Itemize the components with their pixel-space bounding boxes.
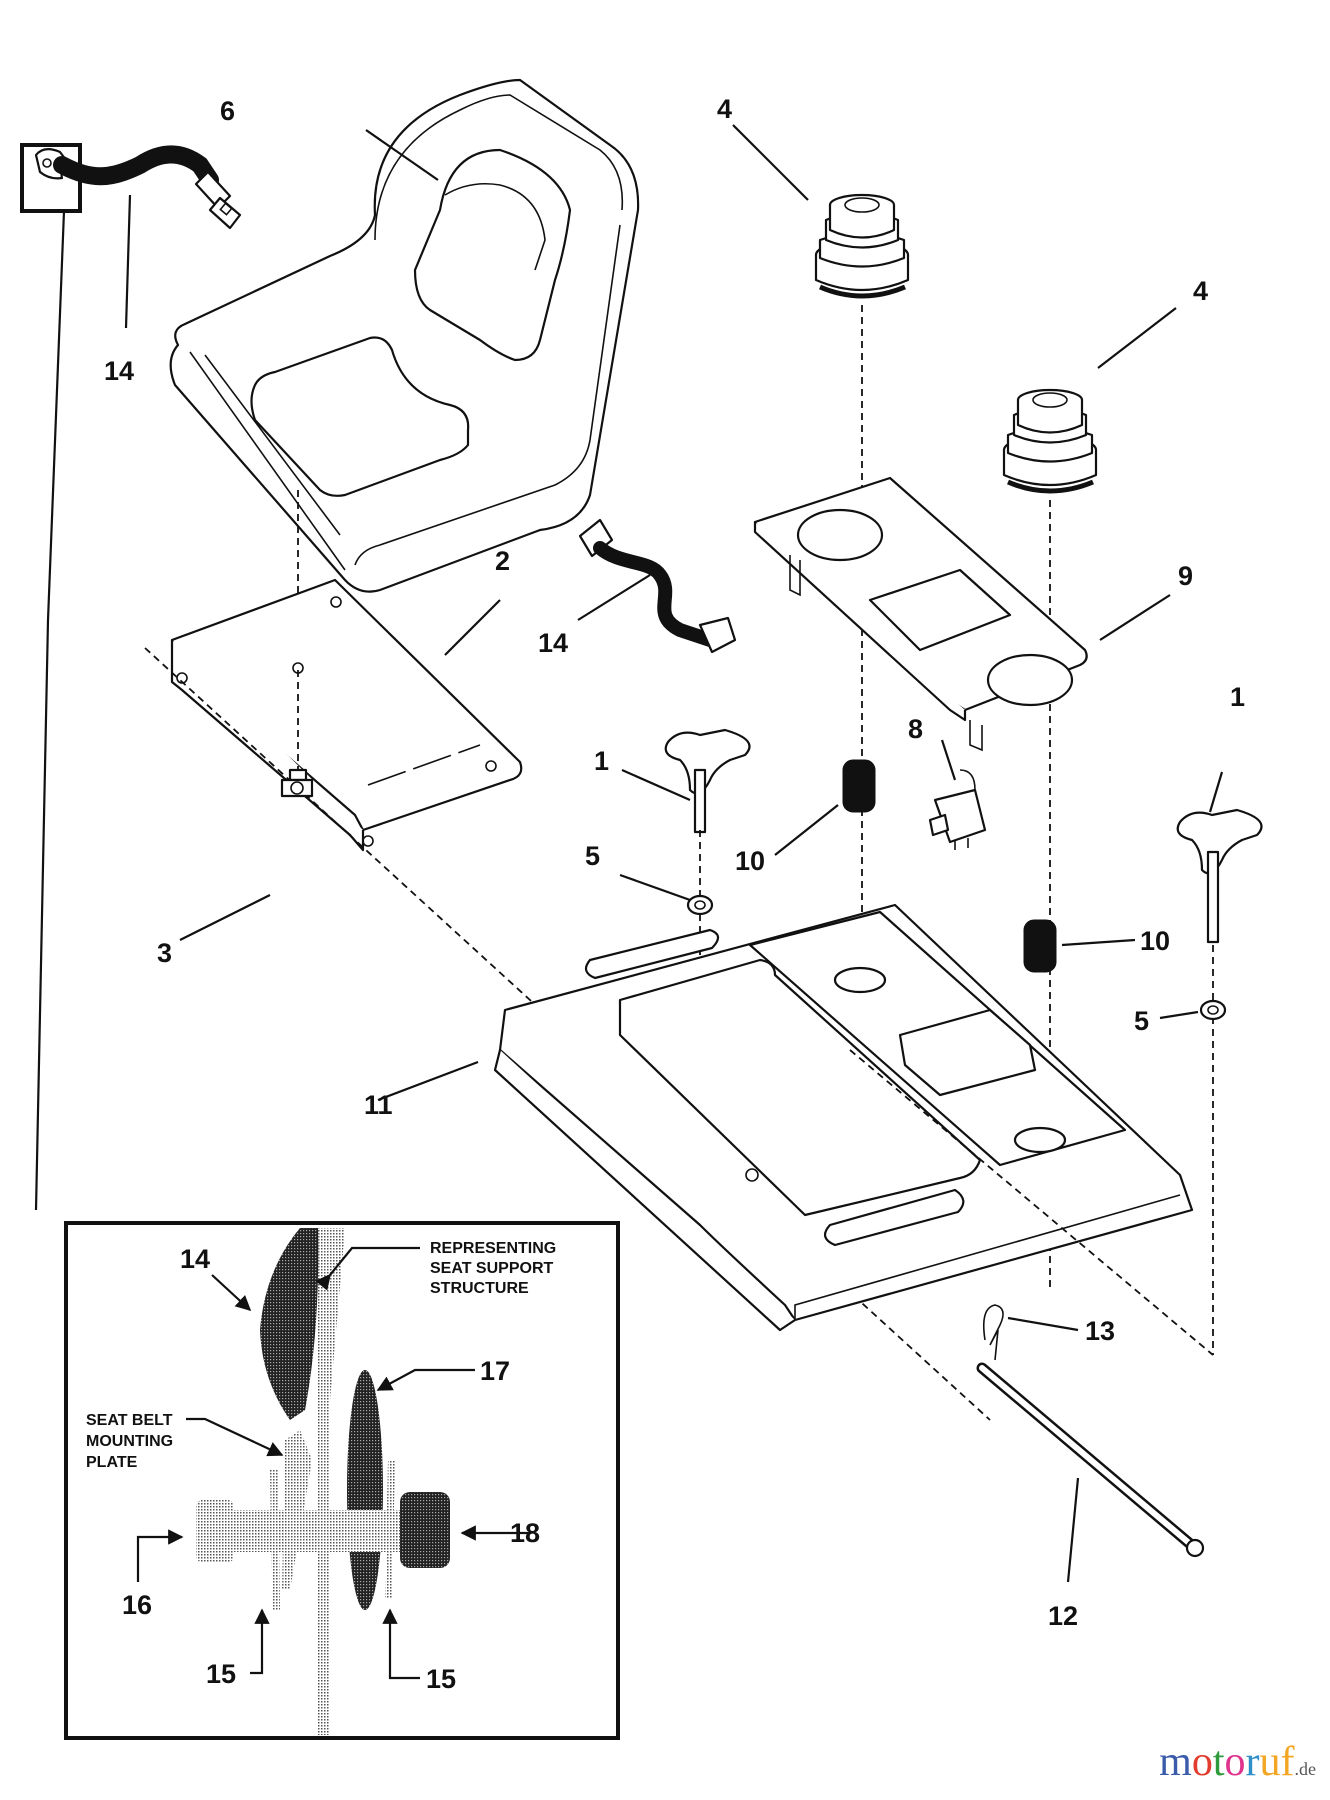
knob-right — [1176, 808, 1263, 944]
inset-callout-14: 14 — [180, 1244, 210, 1274]
inset-callout-16: 16 — [122, 1590, 152, 1620]
leader-1b — [1208, 771, 1224, 813]
callout-4-right: 4 — [1193, 276, 1208, 306]
callout-10-left: 10 — [735, 846, 765, 876]
callout-14-top: 14 — [104, 356, 134, 386]
seat-belt-strap-top — [53, 145, 242, 230]
callout-3: 3 — [157, 938, 172, 968]
callout-11: 11 — [364, 1090, 393, 1120]
callout-8: 8 — [908, 714, 923, 744]
inset-callout-17: 17 — [480, 1356, 510, 1386]
leader-10b — [1061, 938, 1136, 947]
watermark-tld: .de — [1294, 1759, 1317, 1779]
washer-right — [1199, 999, 1227, 1021]
watermark-letter: o — [1224, 1739, 1246, 1785]
leader-6 — [365, 129, 439, 181]
watermark-letter: u — [1259, 1739, 1281, 1785]
inset-note-support-3: STRUCTURE — [430, 1280, 529, 1297]
bolt — [280, 768, 314, 798]
seat-switch — [928, 769, 987, 850]
leader-14b — [577, 574, 651, 621]
inset-detail — [64, 1221, 620, 1740]
callout-14-mid: 14 — [538, 628, 568, 658]
rubber-bumper-left — [814, 193, 910, 299]
seat — [169, 78, 640, 593]
callout-13: 13 — [1085, 1316, 1115, 1346]
callout-5-right: 5 — [1134, 1006, 1149, 1036]
callout-5-left: 5 — [585, 841, 600, 871]
seat-bracket — [170, 578, 523, 852]
watermark-letter: f — [1280, 1739, 1295, 1785]
leader-14a — [124, 194, 132, 329]
leader-4b — [1097, 307, 1177, 369]
washer-left — [686, 894, 714, 916]
callout-6: 6 — [220, 96, 235, 126]
watermark-letter: r — [1245, 1739, 1260, 1785]
leader-11 — [377, 1060, 479, 1102]
spring-right — [1023, 919, 1057, 973]
leader-9 — [1099, 594, 1171, 641]
inset-note-plate-3: PLATE — [86, 1454, 138, 1471]
watermark-letter: t — [1212, 1739, 1225, 1785]
seat-belt-strap-mid — [578, 518, 737, 654]
callout-10-right: 10 — [1140, 926, 1170, 956]
callout-12: 12 — [1048, 1601, 1078, 1631]
callout-1-right: 1 — [1230, 682, 1245, 712]
inset-callout-18: 18 — [510, 1518, 540, 1548]
seat-pan — [493, 903, 1194, 1332]
watermark-letter: o — [1191, 1739, 1213, 1785]
watermark-letter: m — [1159, 1739, 1192, 1785]
inset-callout-15-right: 15 — [426, 1664, 456, 1694]
bumper-mount-plate — [753, 476, 1088, 752]
leader-3 — [179, 894, 271, 941]
leader-5a — [619, 873, 691, 902]
leader-4a — [732, 124, 809, 201]
inset-note-support-2: SEAT SUPPORT — [430, 1260, 554, 1277]
leader-2 — [444, 599, 501, 656]
pivot-rod — [976, 1362, 1205, 1558]
callout-4-left: 4 — [717, 94, 732, 124]
knob-left — [664, 728, 751, 834]
leader-13 — [1007, 1316, 1079, 1332]
inset-note-support-1: REPRESENTING — [430, 1240, 556, 1257]
inset-reference-line — [34, 210, 66, 1211]
inset-support-leader — [315, 1246, 420, 1291]
inset-note-plate-2: MOUNTING — [86, 1433, 173, 1450]
inset-note-plate-1: SEAT BELT — [86, 1412, 173, 1429]
leader-10a — [774, 804, 839, 856]
callout-2: 2 — [495, 546, 510, 576]
leader-1a — [621, 768, 691, 802]
callout-1-left: 1 — [594, 746, 609, 776]
callout-9: 9 — [1178, 561, 1193, 591]
rubber-bumper-right — [1002, 388, 1098, 494]
spring-left — [842, 759, 876, 813]
leader-5b — [1159, 1010, 1199, 1020]
motoruf-watermark: motoruf.de — [1159, 1738, 1316, 1786]
leader-12 — [1066, 1477, 1080, 1583]
hair-pin-clip — [982, 1304, 1004, 1361]
leader-8 — [940, 739, 957, 781]
inset-callout-15-left: 15 — [206, 1659, 236, 1689]
